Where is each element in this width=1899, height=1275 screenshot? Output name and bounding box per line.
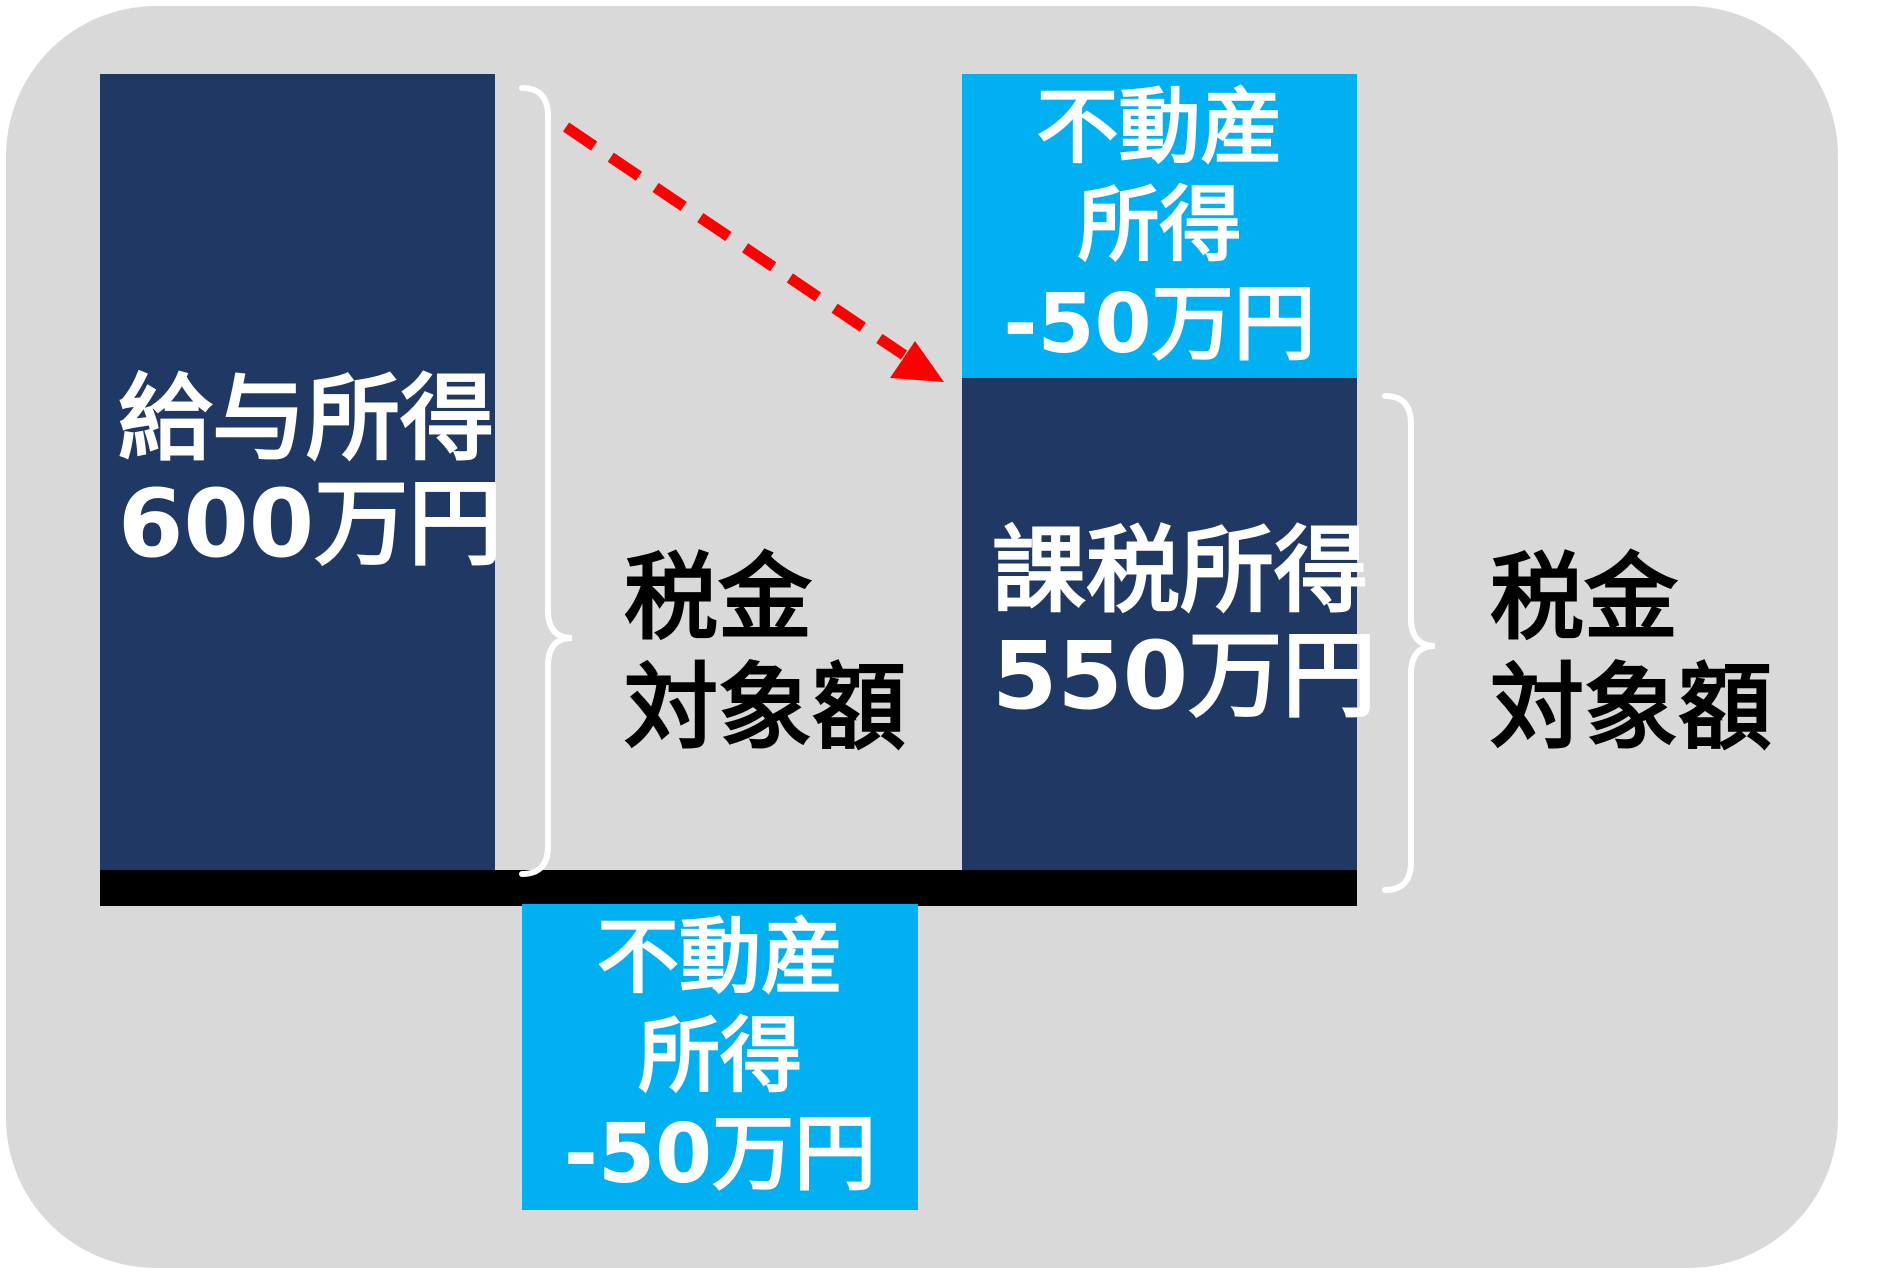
real-estate-top-amount: -50万円 (1003, 276, 1316, 372)
real-estate-top-line2: 所得 (1077, 178, 1242, 274)
baseline-bar (100, 870, 1357, 906)
taxable-income-amount: 550万円 (992, 622, 1377, 731)
real-estate-top-line1: 不動産 (1036, 79, 1283, 175)
real-estate-income-top-block: 不動産 所得 -50万円 (962, 74, 1357, 379)
salary-income-amount: 600万円 (118, 470, 503, 579)
right-curly-brace (1382, 393, 1436, 893)
taxable-income-label: 課税所得 (992, 516, 1369, 626)
taxable-income-block: 課税所得 550万円 (962, 378, 1377, 870)
salary-income-block: 給与所得 600万円 (100, 74, 503, 870)
label-right-line2: 対象額 (1490, 653, 1773, 763)
salary-income-label: 給与所得 (118, 364, 495, 474)
label-left-line2: 対象額 (624, 653, 907, 763)
arrow-head-icon (890, 341, 944, 382)
label-right-line1: 税金 (1490, 544, 1679, 653)
taxable-amount-label-right: 税金 対象額 (1490, 544, 1772, 764)
taxable-amount-label-left: 税金 対象額 (624, 544, 906, 764)
real-estate-bottom-amount: -50万円 (563, 1107, 877, 1203)
real-estate-bottom-line1: 不動産 (596, 910, 843, 1006)
real-estate-income-bottom-block: 不動産 所得 -50万円 (522, 904, 918, 1210)
left-curly-brace (519, 85, 573, 877)
label-left-line1: 税金 (624, 544, 813, 653)
real-estate-bottom-line2: 所得 (637, 1008, 802, 1104)
dashed-arrow-shaft (562, 122, 908, 360)
